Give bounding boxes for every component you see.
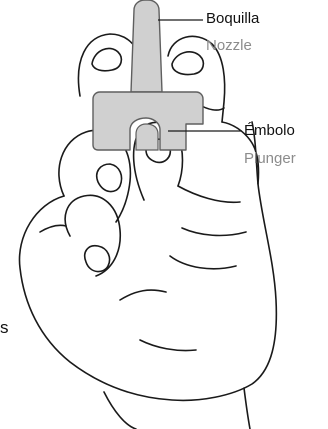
- plunger-shape: [136, 124, 158, 150]
- nozzle-label-en: Nozzle: [206, 37, 252, 54]
- nozzle-shape: [131, 0, 162, 92]
- palm-outline: [19, 122, 276, 400]
- wrist-line: [104, 392, 136, 429]
- curled-finger-upper-nail: [97, 164, 122, 192]
- curled-finger-lower-nail: [85, 246, 110, 272]
- plunger-label-es: Émbolo: [244, 122, 295, 139]
- curled-finger-lower: [65, 195, 120, 276]
- plunger-label-en: Plunger: [244, 150, 296, 167]
- stray-text: s: [0, 319, 9, 336]
- index-fingernail: [92, 48, 121, 70]
- nozzle-label-es: Boquilla: [206, 10, 259, 27]
- middle-fingernail: [172, 52, 203, 75]
